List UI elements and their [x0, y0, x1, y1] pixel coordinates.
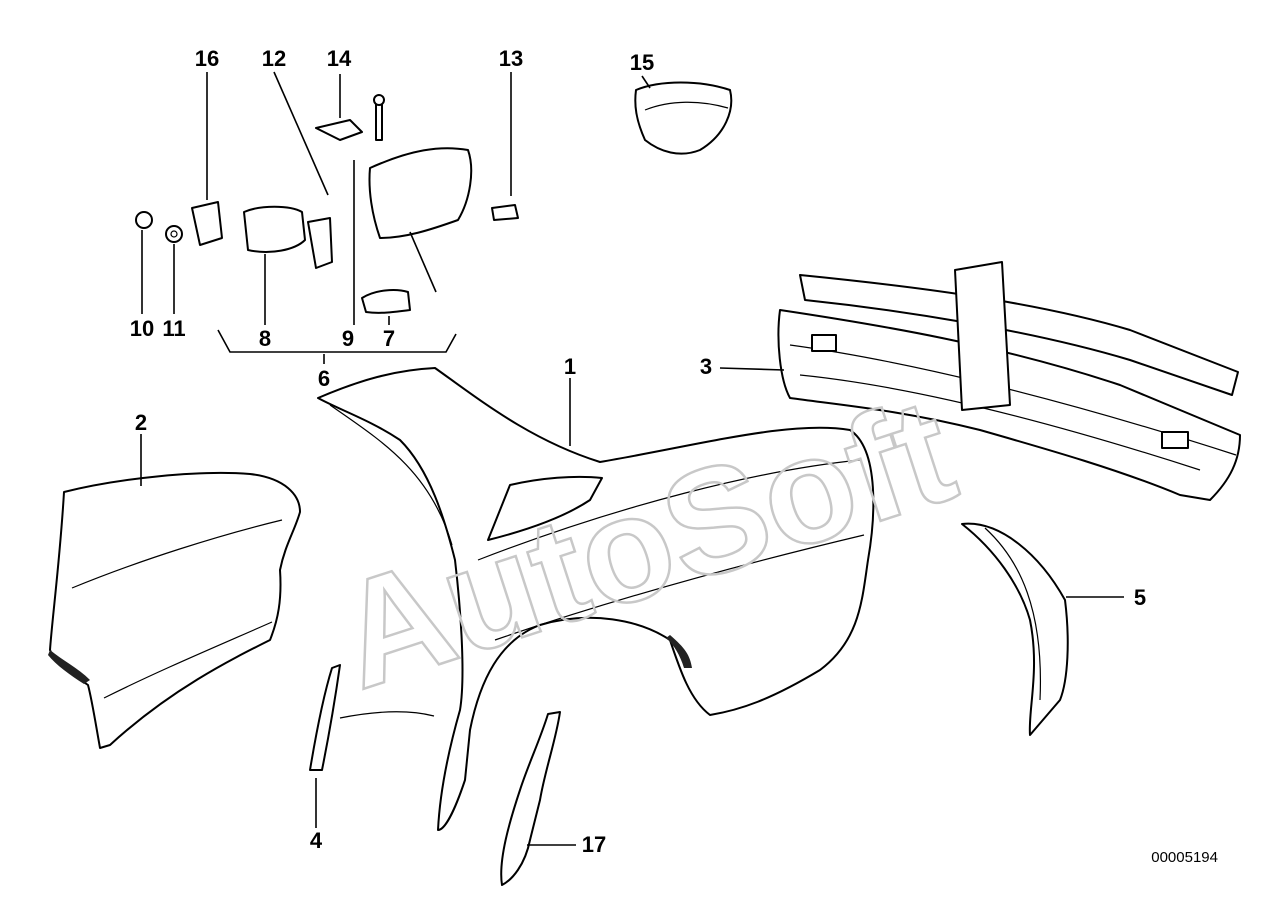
part-2-front-panel [48, 472, 301, 749]
part-6-filler-flap-assembly [135, 94, 519, 353]
callout-1: 1 [564, 354, 576, 379]
part-12-bracket [307, 217, 333, 269]
callout-5: 5 [1134, 585, 1146, 610]
part-7-seal [361, 289, 411, 314]
callout-4: 4 [310, 828, 323, 853]
part-17-arch-extension [500, 711, 561, 886]
callout-2: 2 [135, 410, 147, 435]
callout-10: 10 [130, 316, 154, 341]
leader-lines [140, 71, 1124, 846]
part-13-screw [491, 204, 519, 221]
callout-13: 13 [499, 46, 523, 71]
part-10-nut [135, 211, 153, 229]
callout-8: 8 [259, 326, 271, 351]
callout-6: 6 [318, 366, 330, 391]
callout-17: 17 [582, 832, 606, 857]
part-11-washer [165, 225, 183, 243]
callout-7: 7 [383, 326, 395, 351]
part-4-trim-strip [309, 664, 435, 771]
document-number: 00005194 [1151, 849, 1218, 866]
callout-14: 14 [327, 46, 352, 71]
part-8-hinge [243, 205, 306, 253]
part-16-plate [191, 201, 223, 246]
part-1-quarter-panel [317, 367, 875, 831]
callout-15: 15 [630, 50, 654, 75]
callout-12: 12 [262, 46, 286, 71]
part-5-arch-liner [961, 522, 1069, 736]
callout-16: 16 [195, 46, 219, 71]
part-14-clip [315, 119, 363, 141]
callout-9: 9 [342, 326, 354, 351]
part-3-rear-panel [777, 261, 1241, 501]
callout-11: 11 [162, 316, 185, 341]
part-15-cover-cap [634, 81, 733, 155]
fuel-filler-housing [368, 147, 473, 239]
callout-3: 3 [700, 354, 712, 379]
callout-labels: 1 2 3 4 5 6 7 8 9 10 11 12 13 14 15 16 1… [130, 46, 1146, 857]
